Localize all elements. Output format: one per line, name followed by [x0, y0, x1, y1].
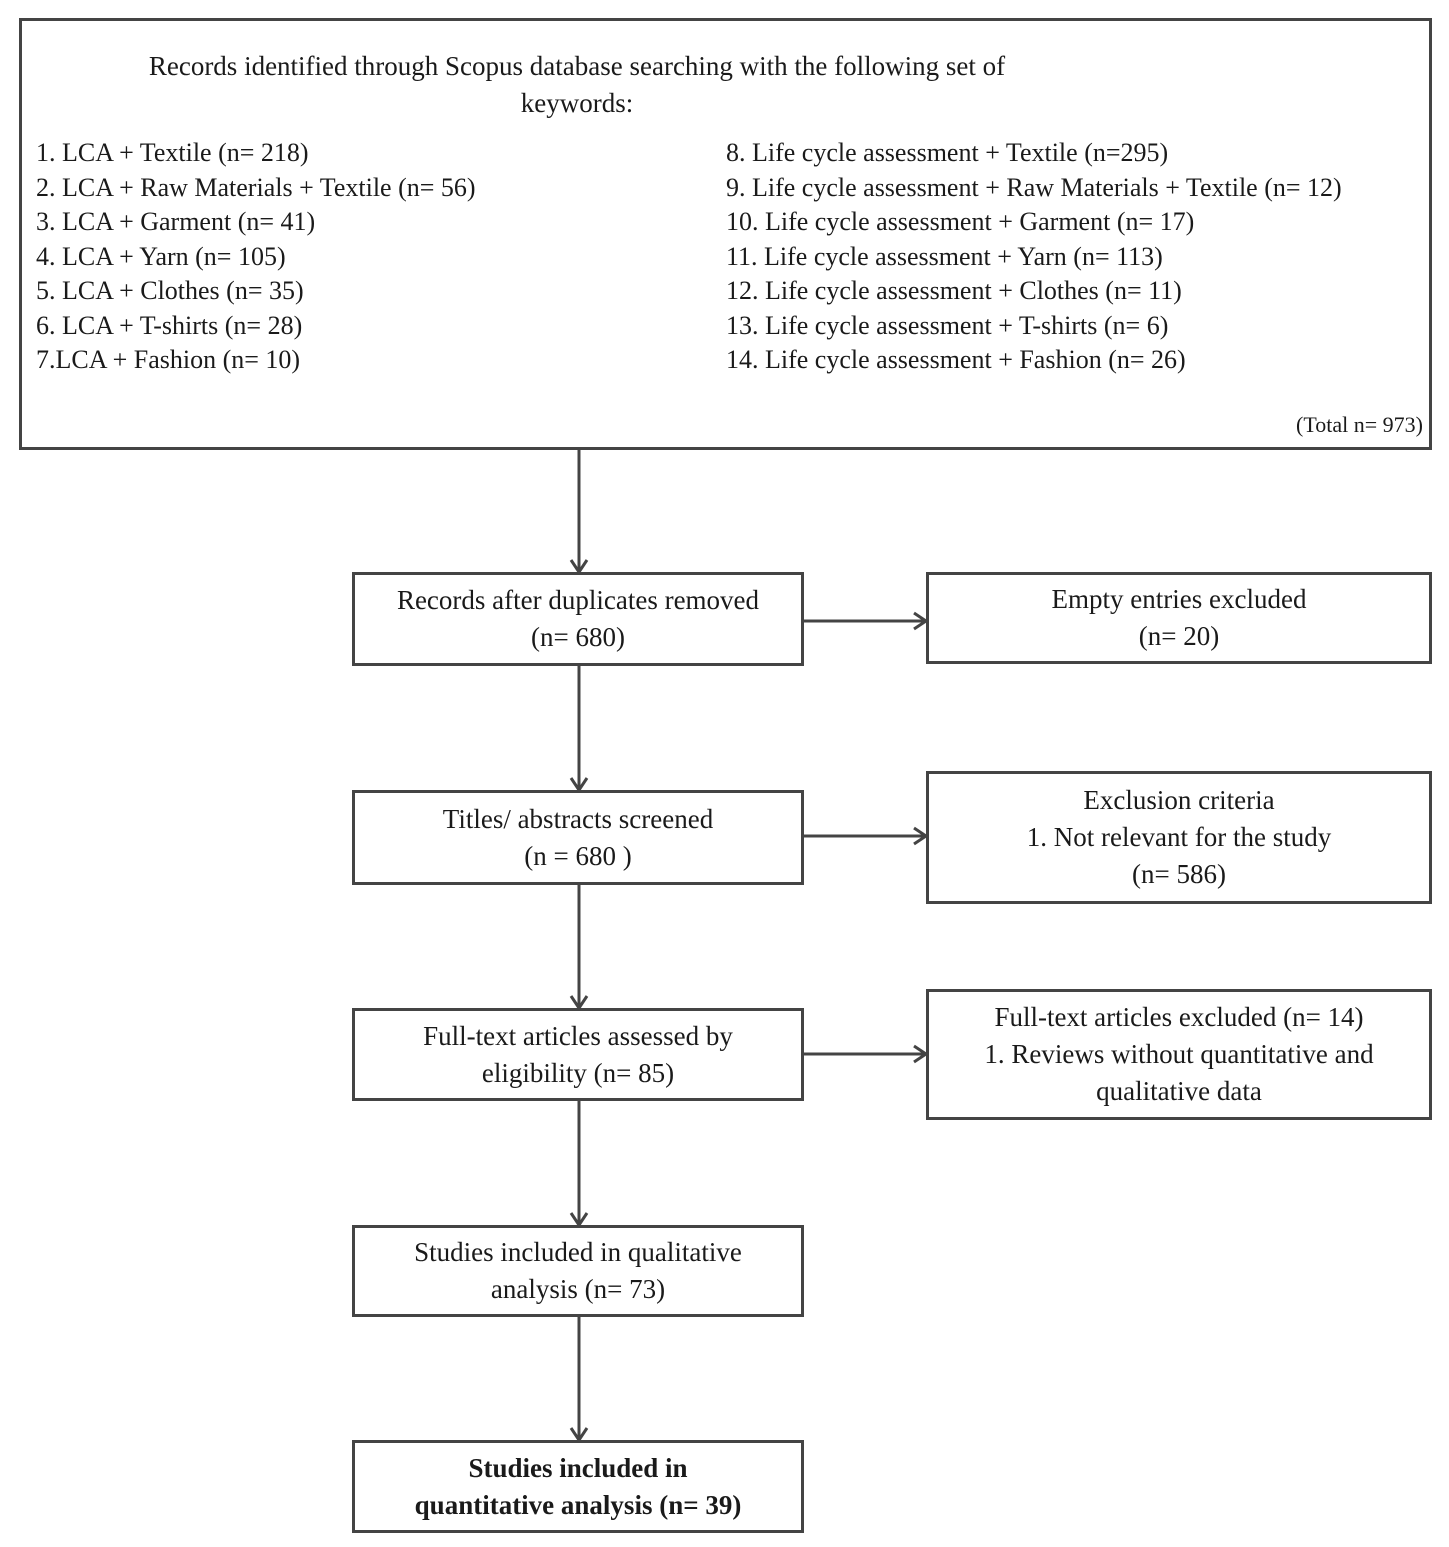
identification-title-line-2: keywords: — [520, 88, 634, 118]
identification-box: Records identified through Scopus databa… — [19, 18, 1432, 450]
keyword-item: 6. LCA + T-shirts (n= 28) — [36, 310, 303, 340]
quantitative-analysis-count: quantitative analysis (n= 39) — [414, 1489, 742, 1520]
keyword-item: 13. Life cycle assessment + T-shirts (n=… — [726, 310, 1169, 340]
exclusion-criteria-title: Exclusion criteria — [1083, 785, 1275, 815]
qualitative-analysis-box: Studies included in qualitative analysis… — [352, 1225, 804, 1317]
titles-screened-box: Titles/ abstracts screened (n = 680 ) — [352, 790, 804, 885]
duplicates-removed-count: (n= 680) — [531, 622, 625, 652]
fulltext-excluded-reason-line-1: 1. Reviews without quantitative and — [984, 1039, 1374, 1069]
empty-entries-excluded-box: Empty entries excluded (n= 20) — [926, 572, 1432, 664]
titles-screened-count: (n = 680 ) — [524, 840, 632, 871]
duplicates-removed-box: Records after duplicates removed (n= 680… — [352, 572, 804, 666]
fulltext-excluded-title: Full-text articles excluded (n= 14) — [994, 1002, 1364, 1032]
quantitative-analysis-label: Studies included in — [468, 1452, 688, 1483]
keyword-item: 8. Life cycle assessment + Textile (n=29… — [726, 138, 1169, 167]
fulltext-excluded-reason-line-2: qualitative data — [1096, 1076, 1262, 1106]
keyword-item: 14. Life cycle assessment + Fashion (n= … — [726, 345, 1186, 374]
keyword-item: 7.LCA + Fashion (n= 10) — [36, 345, 301, 374]
exclusion-criteria-count: (n= 586) — [1132, 859, 1226, 889]
keyword-item: 2. LCA + Raw Materials + Textile (n= 56) — [36, 172, 476, 202]
identification-total: (Total n= 973) — [1296, 412, 1423, 437]
keyword-item: 9. Life cycle assessment + Raw Materials… — [726, 172, 1342, 202]
empty-entries-count: (n= 20) — [1138, 621, 1220, 651]
keywords-left-list: 1. LCA + Textile (n= 218) 2. LCA + Raw M… — [36, 136, 476, 378]
fulltext-assessed-label: Full-text articles assessed by — [423, 1020, 733, 1051]
keyword-item: 5. LCA + Clothes (n= 35) — [36, 276, 304, 305]
duplicates-removed-label: Records after duplicates removed — [396, 585, 760, 615]
keyword-item: 10. Life cycle assessment + Garment (n= … — [726, 207, 1195, 236]
identification-title-line-1: Records identified through Scopus databa… — [148, 51, 1006, 81]
qualitative-analysis-count: analysis (n= 73) — [490, 1274, 666, 1304]
keyword-item: 4. LCA + Yarn (n= 105) — [36, 241, 286, 271]
titles-screened-label: Titles/ abstracts screened — [442, 803, 714, 834]
keywords-right-list: 8. Life cycle assessment + Textile (n=29… — [726, 136, 1342, 378]
exclusion-criteria-item: 1. Not relevant for the study — [1026, 822, 1332, 852]
keyword-item: 11. Life cycle assessment + Yarn (n= 113… — [726, 241, 1163, 271]
qualitative-analysis-label: Studies included in qualitative — [414, 1237, 742, 1267]
quantitative-analysis-box: Studies included in quantitative analysi… — [352, 1440, 804, 1533]
identification-title: Records identified through Scopus databa… — [22, 48, 1132, 122]
keyword-item: 12. Life cycle assessment + Clothes (n= … — [726, 276, 1182, 305]
keyword-item: 3. LCA + Garment (n= 41) — [36, 207, 316, 236]
exclusion-criteria-box: Exclusion criteria 1. Not relevant for t… — [926, 771, 1432, 904]
fulltext-excluded-box: Full-text articles excluded (n= 14) 1. R… — [926, 989, 1432, 1120]
fulltext-assessed-count: eligibility (n= 85) — [481, 1057, 675, 1088]
keyword-item: 1. LCA + Textile (n= 218) — [36, 138, 309, 167]
fulltext-assessed-box: Full-text articles assessed by eligibili… — [352, 1008, 804, 1101]
empty-entries-label: Empty entries excluded — [1051, 584, 1307, 614]
